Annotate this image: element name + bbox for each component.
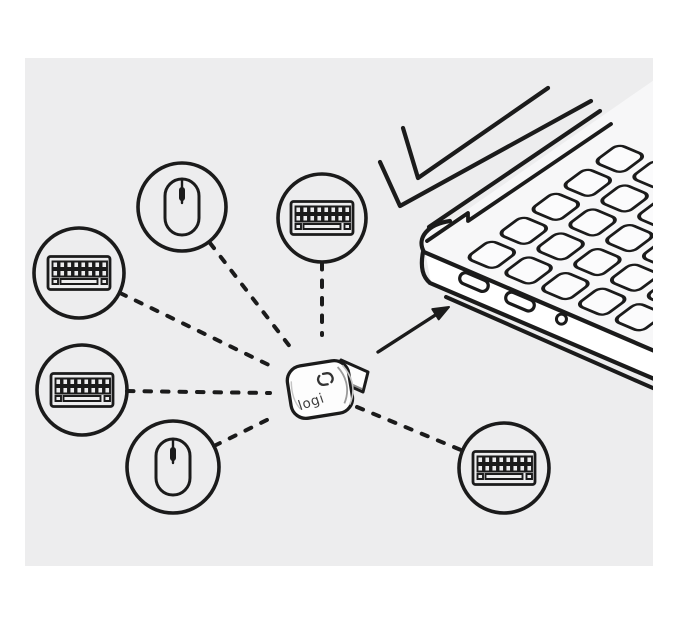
laptop-hinge-line bbox=[426, 108, 603, 230]
device-keyboard-top-center bbox=[276, 172, 368, 264]
arrow-icon bbox=[376, 306, 450, 354]
connection-line bbox=[208, 241, 293, 350]
device-mouse-top bbox=[136, 161, 228, 253]
logi-bolt-icon bbox=[316, 372, 334, 387]
device-circle bbox=[276, 172, 368, 264]
connection-line bbox=[355, 405, 463, 452]
connection-line bbox=[118, 291, 273, 368]
laptop-deck bbox=[423, 80, 653, 354]
connection-lines bbox=[118, 241, 463, 452]
audio-jack-icon bbox=[554, 312, 568, 326]
keyboard-icon bbox=[46, 255, 112, 291]
keyboard-icon bbox=[289, 200, 355, 236]
laptop-deck-back-edge bbox=[425, 122, 613, 243]
laptop-key-row bbox=[563, 168, 653, 229]
connection-line bbox=[212, 415, 275, 448]
usb-receiver: logi bbox=[285, 358, 370, 421]
usb-c-port-icon bbox=[504, 290, 536, 313]
laptop-ports bbox=[458, 271, 568, 326]
device-circle bbox=[35, 343, 129, 437]
device-keyboard-upper-left bbox=[32, 226, 126, 320]
laptop-key-row bbox=[499, 216, 653, 308]
device-circle bbox=[457, 421, 551, 515]
receiver-body: logi bbox=[285, 358, 355, 421]
laptop-icon bbox=[377, 80, 653, 391]
device-circle bbox=[125, 419, 221, 515]
device-circle bbox=[32, 226, 126, 320]
connection-line bbox=[125, 389, 272, 395]
keyboard-icon bbox=[471, 450, 537, 486]
laptop-bottom-rim bbox=[444, 295, 653, 391]
device-keyboard-mid-left bbox=[35, 343, 129, 437]
device-mouse-bottom bbox=[125, 419, 221, 515]
device-keyboard-bottom-right bbox=[457, 421, 551, 515]
laptop-side-bottom-edge bbox=[419, 249, 653, 381]
laptop-screen-inner-edge bbox=[400, 85, 551, 181]
keyboard-icon bbox=[49, 372, 115, 408]
laptop-keyboard bbox=[467, 144, 653, 332]
laptop-key-row bbox=[595, 144, 653, 189]
usb-c-port-icon bbox=[458, 271, 490, 294]
laptop-screen-outer-edge bbox=[377, 98, 594, 209]
device-circle bbox=[136, 161, 228, 253]
laptop-key-row bbox=[531, 192, 653, 268]
laptop-key-row bbox=[467, 240, 653, 332]
